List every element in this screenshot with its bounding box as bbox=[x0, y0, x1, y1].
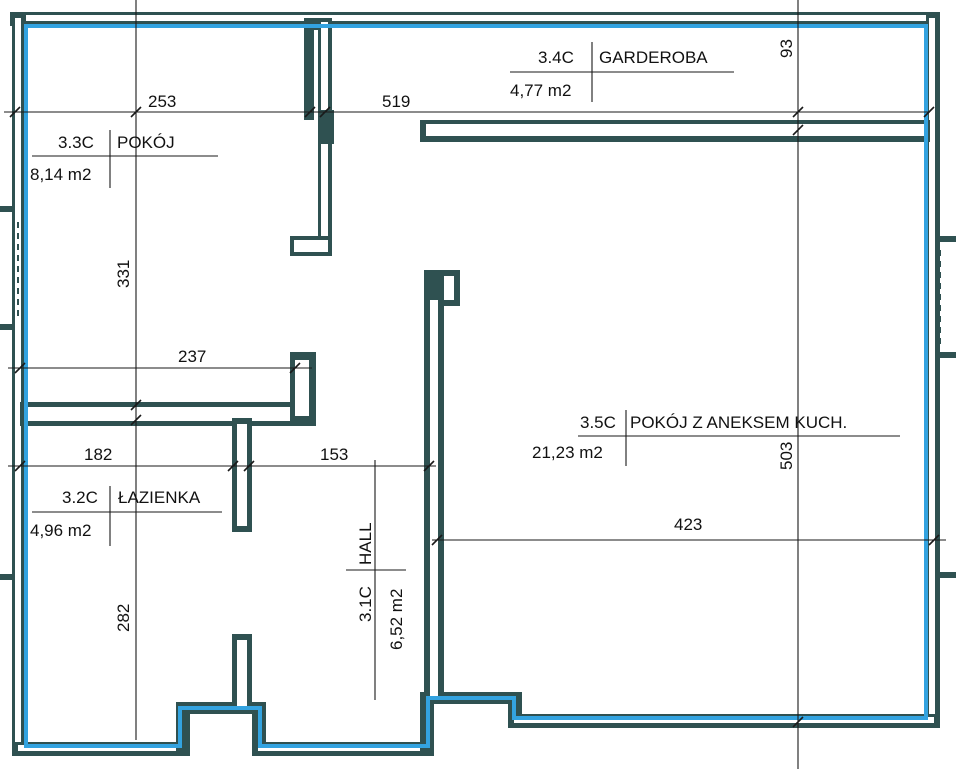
room-code-3-1c: 3.1C bbox=[356, 586, 375, 622]
room-labels: 3.3C POKÓJ 8,14 m2 3.4C GARDEROBA 4,77 m… bbox=[30, 48, 847, 650]
room-area-3-4c: 4,77 m2 bbox=[510, 81, 571, 100]
room-area-3-5c: 21,23 m2 bbox=[532, 443, 603, 462]
room-area-3-1c: 6,52 m2 bbox=[387, 589, 406, 650]
dim-282: 282 bbox=[114, 604, 133, 632]
apartment-boundary bbox=[24, 24, 928, 748]
walls bbox=[0, 12, 956, 756]
room-code-3-3c: 3.3C bbox=[58, 133, 94, 152]
dim-423: 423 bbox=[674, 515, 702, 534]
dim-153: 153 bbox=[320, 445, 348, 464]
room-name-hall: HALL bbox=[356, 522, 375, 565]
dim-182: 182 bbox=[84, 445, 112, 464]
dim-237: 237 bbox=[178, 347, 206, 366]
dim-503: 503 bbox=[777, 442, 796, 470]
room-name-lazienka: ŁAZIENKA bbox=[118, 488, 201, 507]
room-code-3-5c: 3.5C bbox=[580, 413, 616, 432]
dim-93: 93 bbox=[777, 39, 796, 58]
room-code-3-4c: 3.4C bbox=[538, 48, 574, 67]
dim-519: 519 bbox=[382, 92, 410, 111]
room-area-3-3c: 8,14 m2 bbox=[30, 165, 91, 184]
room-name-pokoj: POKÓJ bbox=[117, 133, 175, 152]
label-leaders bbox=[32, 42, 900, 571]
dim-253: 253 bbox=[148, 92, 176, 111]
room-name-garderoba: GARDEROBA bbox=[599, 48, 708, 67]
dim-331: 331 bbox=[114, 260, 133, 288]
room-code-3-2c: 3.2C bbox=[62, 488, 98, 507]
room-area-3-2c: 4,96 m2 bbox=[30, 521, 91, 540]
room-name-pokoj-z-aneksem: POKÓJ Z ANEKSEM KUCH. bbox=[630, 413, 847, 432]
dimension-lines bbox=[4, 0, 946, 769]
dimension-labels: 253 519 93 331 237 182 153 282 423 503 bbox=[84, 39, 796, 632]
